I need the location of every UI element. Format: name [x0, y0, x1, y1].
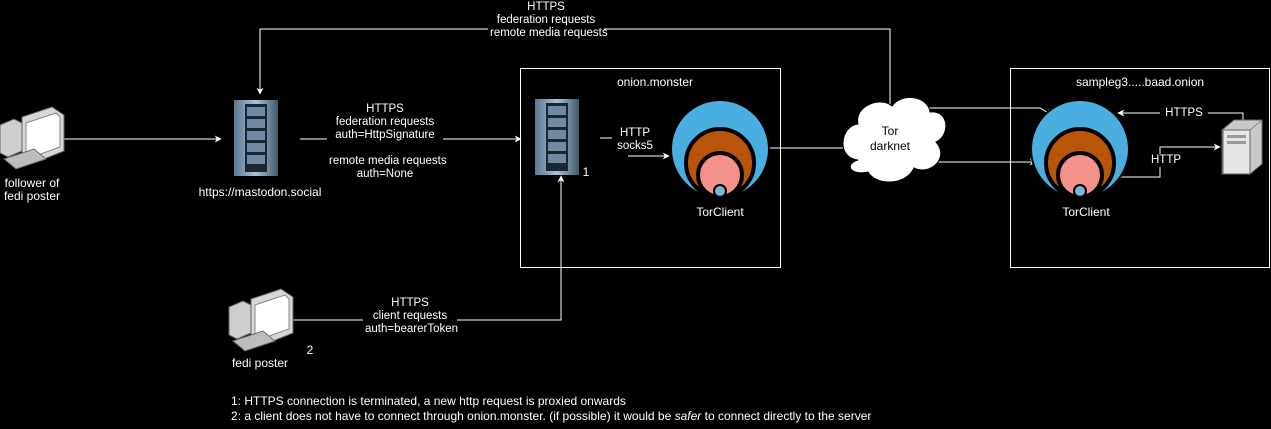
m2m-line3: auth=HttpSignature: [335, 129, 435, 141]
footnote-2-em: safer: [674, 409, 702, 423]
torclient-sample-onion-icon: [1030, 99, 1130, 199]
torclient-sample-label: TorClient: [1062, 205, 1110, 219]
torclient-onion-monster-icon: [670, 99, 770, 199]
footnote-2: 2: a client does not have to connect thr…: [231, 409, 871, 424]
follower-line2: fedi poster: [3, 189, 61, 203]
mastodon-to-monster-label: HTTPS federation requests auth=HttpSigna…: [327, 103, 447, 181]
backend-server-icon: [1221, 119, 1263, 175]
follower-computer-icon: [0, 106, 65, 170]
client-line3: auth=bearerToken: [365, 323, 459, 335]
socks5-line2: socks5: [617, 140, 653, 152]
tor-cloud-label: Tor darknet: [860, 124, 920, 154]
footnote-2-pre: 2: a client does not have to connect thr…: [231, 409, 675, 423]
footnote-2-post: to connect directly to the server: [701, 409, 872, 423]
client-line2: client requests: [372, 310, 448, 322]
socks5-line1: HTTP: [619, 127, 651, 139]
tor-to-sample-connector: [922, 107, 1053, 116]
fedi-poster-marker: 2: [306, 343, 314, 357]
m2m-line1: HTTPS: [366, 103, 404, 115]
tor-line2: darknet: [869, 139, 911, 153]
top-link-line3: remote media requests: [490, 27, 608, 39]
m2m-line2: federation requests: [335, 116, 435, 128]
mastodon-label: https://mastodon.social: [198, 185, 322, 199]
mastodon-server-icon: [234, 100, 278, 176]
follower-line1: follower of: [4, 176, 60, 190]
client-line1: HTTPS: [391, 297, 429, 309]
m2m-line5: auth=None: [356, 168, 414, 180]
m2m-line4: remote media requests: [329, 155, 447, 167]
fedi-poster-label: fedi poster: [231, 356, 289, 370]
onion-monster-title: onion.monster: [616, 75, 694, 89]
tor-line1: Tor: [881, 124, 899, 138]
sample-http-label: HTTP: [1146, 154, 1186, 167]
sample-onion-title: sampleg3.....baad.onion: [1075, 75, 1205, 89]
sample-https-label: HTTPS: [1160, 107, 1208, 120]
top-link-line1: HTTPS: [527, 1, 565, 13]
fedi-poster-computer-icon: [228, 288, 294, 352]
client-link-label: HTTPS client requests auth=bearerToken: [363, 297, 459, 336]
top-link-line2: federation requests: [496, 14, 596, 26]
onion-monster-server-marker: 1: [582, 165, 590, 179]
follower-label: follower of fedi poster: [0, 177, 64, 203]
onion-monster-server-icon: [535, 99, 579, 175]
top-link-label: HTTPS federation requests remote media r…: [488, 1, 608, 40]
torclient-monster-label: TorClient: [696, 205, 744, 219]
tor-cloud: [842, 97, 947, 183]
footnote-1: 1: HTTPS connection is terminated, a new…: [231, 394, 626, 408]
socks5-label: HTTP socks5: [613, 127, 657, 153]
sample-onion-box: [1010, 68, 1270, 268]
onion-monster-box: [520, 68, 781, 268]
